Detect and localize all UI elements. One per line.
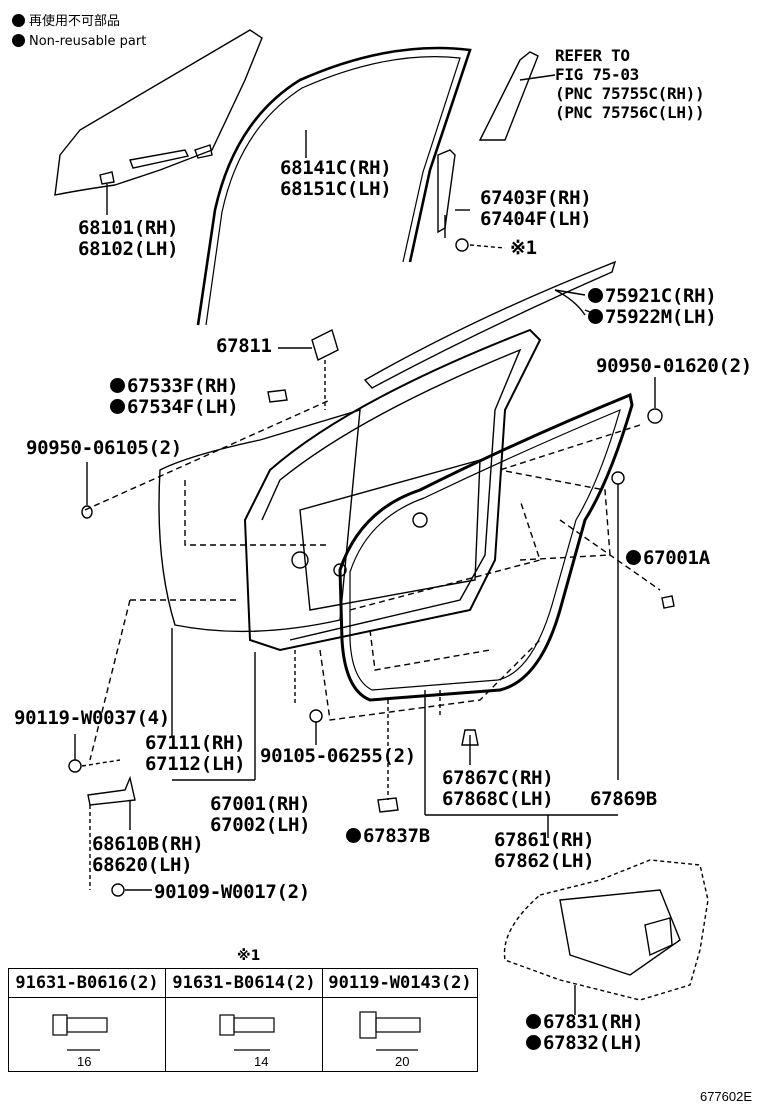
bolt-length-2: 14 — [254, 1054, 269, 1069]
refer-garnish — [478, 51, 539, 141]
label-67831[interactable]: 67831(RH) 67832(LH) — [526, 1012, 644, 1054]
label-68101[interactable]: 68101(RH) 68102(LH) — [78, 217, 179, 260]
legend-jp: 再使用不可部品 — [12, 14, 120, 30]
weatherstrip — [338, 392, 634, 702]
bolt-part-2[interactable]: 91631-B0614(2) — [166, 969, 322, 998]
label-67869b[interactable]: 67869B — [590, 788, 657, 810]
refer-note: REFER TO FIG 75-03 (PNC 75755C(RH)) (PNC… — [555, 46, 705, 122]
bolt-part-3[interactable]: 90119-W0143(2) — [323, 969, 477, 998]
non-reusable-icon — [346, 828, 361, 843]
label-67533f[interactable]: 67533F(RH) 67534F(LH) — [110, 376, 239, 418]
label-68141c[interactable]: 68141C(RH) 68151C(LH) — [280, 157, 392, 200]
ref-mark-1: ※1 — [510, 237, 537, 259]
label-90109-w0017[interactable]: 90109-W0017(2) — [154, 881, 310, 903]
non-reusable-icon — [110, 378, 125, 393]
door-check — [87, 775, 136, 806]
outer-panel — [158, 409, 361, 633]
non-reusable-icon — [588, 309, 603, 324]
pad — [267, 389, 288, 403]
label-67001a[interactable]: 67001A — [626, 548, 710, 569]
bolt-cell-2: 91631-B0614(2) 14 — [166, 969, 323, 1071]
label-67001[interactable]: 67001(RH) 67002(LH) — [210, 793, 311, 836]
non-reusable-icon — [110, 399, 125, 414]
bolt-length-1: 16 — [77, 1054, 92, 1069]
legend-en: Non-reusable part — [12, 34, 146, 50]
division-bar — [437, 149, 456, 234]
label-67837b[interactable]: 67837B — [346, 826, 430, 847]
label-67867c[interactable]: 67867C(RH) 67868C(LH) — [442, 767, 554, 810]
bullet-icon — [12, 34, 25, 47]
bolt-table: 91631-B0616(2) 16 91631-B0614(2) 14 9011… — [8, 968, 478, 1072]
figure-code: 677602E — [699, 1089, 752, 1104]
label-68610b[interactable]: 68610B(RH) 68620(LH) — [92, 833, 204, 876]
non-reusable-icon — [588, 288, 603, 303]
label-67111[interactable]: 67111(RH) 67112(LH) — [145, 732, 246, 775]
label-90119-w0037[interactable]: 90119-W0037(4) — [14, 707, 170, 729]
label-75921c[interactable]: 75921C(RH) 75922M(LH) — [588, 286, 717, 328]
door-frame — [243, 328, 542, 652]
bolt-cell-3: 90119-W0143(2) 20 — [323, 969, 477, 1071]
label-67403f[interactable]: 67403F(RH) 67404F(LH) — [480, 187, 592, 230]
table-ref-mark: ※1 — [237, 948, 261, 964]
bolt-part-1[interactable]: 91631-B0616(2) — [9, 969, 165, 998]
label-90105-06255[interactable]: 90105-06255(2) — [260, 745, 416, 767]
non-reusable-icon — [526, 1035, 541, 1050]
non-reusable-icon — [626, 550, 641, 565]
door-glass — [54, 29, 263, 196]
belt-moulding — [363, 260, 617, 389]
bullet-icon — [12, 14, 25, 27]
label-90950-01620[interactable]: 90950-01620(2) — [596, 355, 752, 377]
service-hole-cover — [503, 859, 709, 1001]
label-90950-06105[interactable]: 90950-06105(2) — [26, 437, 182, 459]
glass-run — [196, 46, 472, 326]
label-67861[interactable]: 67861(RH) 67862(LH) — [494, 829, 595, 872]
bolt-cell-1: 91631-B0616(2) 16 — [9, 969, 166, 1071]
bolt-length-3: 20 — [395, 1054, 410, 1069]
non-reusable-icon — [526, 1014, 541, 1029]
label-67811[interactable]: 67811 — [216, 335, 272, 357]
label-sticker — [311, 329, 339, 361]
